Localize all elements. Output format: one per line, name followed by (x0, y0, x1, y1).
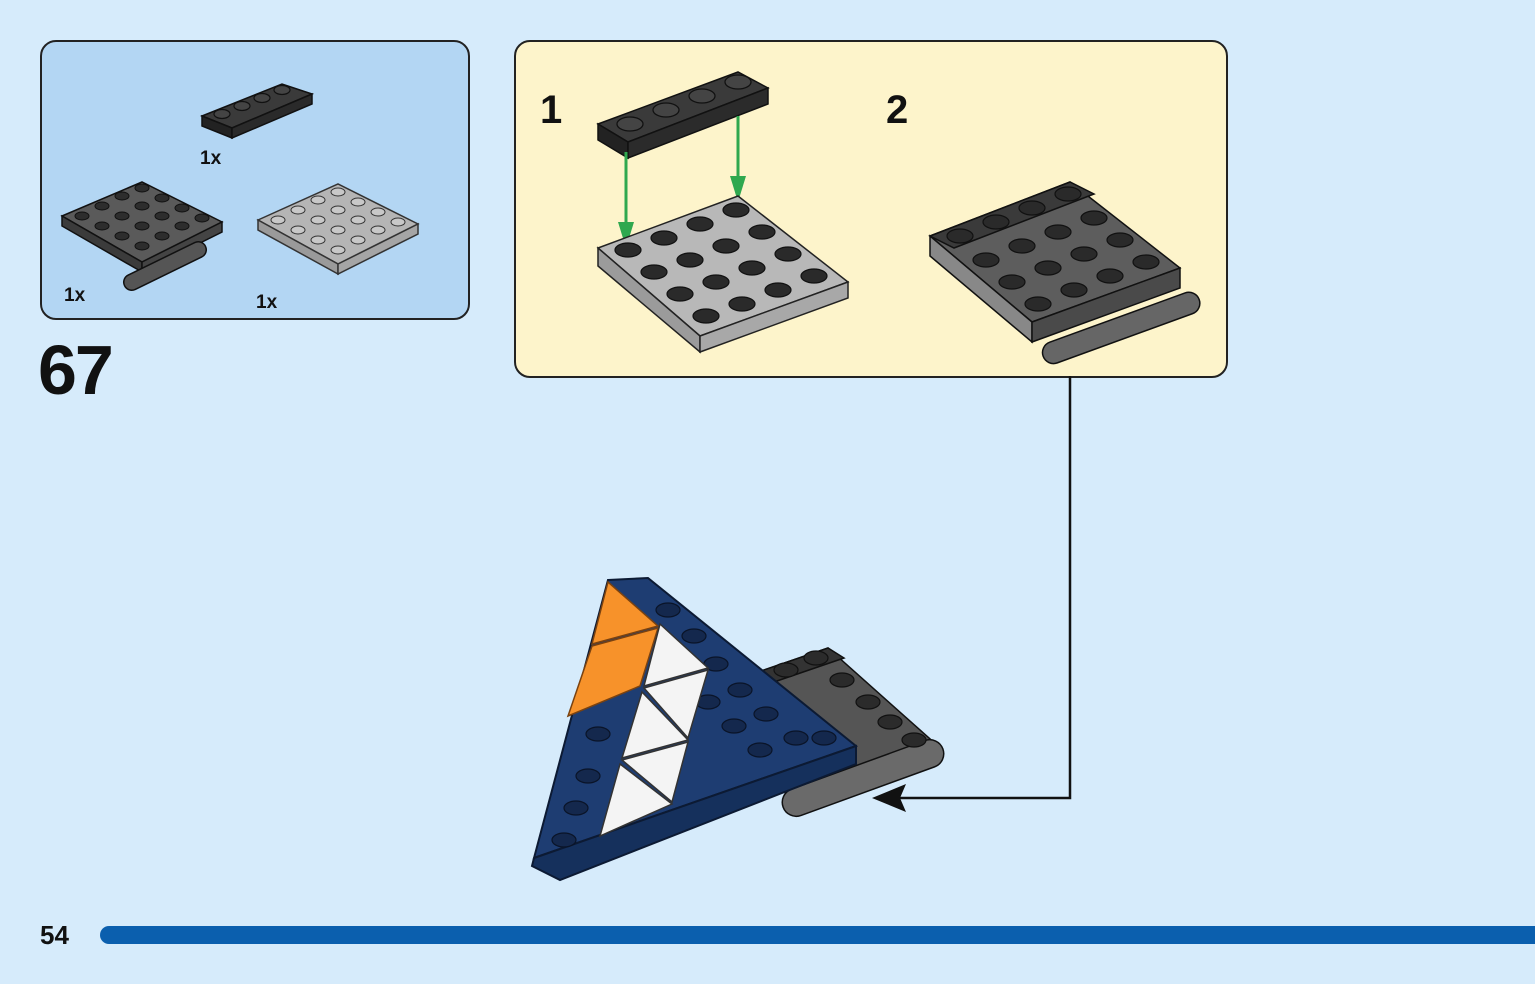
parts-list-box: 1x 1x 1x (40, 40, 470, 320)
substep2-assembly-icon (928, 181, 1201, 365)
arrow-down-icon (730, 116, 746, 202)
part-qty-light-plate: 1x (256, 292, 278, 313)
substep-box: 1 2 (514, 40, 1228, 378)
progress-bar (100, 926, 1535, 944)
callout-arrow-icon (872, 376, 1072, 812)
main-model-illustration (530, 576, 945, 882)
substep-number-2: 2 (886, 88, 909, 132)
substep1-light-plate-icon (596, 195, 850, 354)
black-plate-1x4-icon (199, 83, 315, 140)
part-qty-hinge-plate: 1x (64, 285, 86, 306)
substep-number-1: 1 (540, 88, 563, 132)
dark-gray-hinge-plate-icon (60, 181, 224, 291)
part-qty-black-plate: 1x (200, 148, 222, 169)
arrow-down-icon (618, 152, 634, 248)
page-number: 54 (40, 920, 69, 950)
step-number: 67 (38, 331, 114, 409)
light-gray-plate-icon (256, 183, 420, 276)
substep1-black-plate-icon (596, 71, 770, 160)
